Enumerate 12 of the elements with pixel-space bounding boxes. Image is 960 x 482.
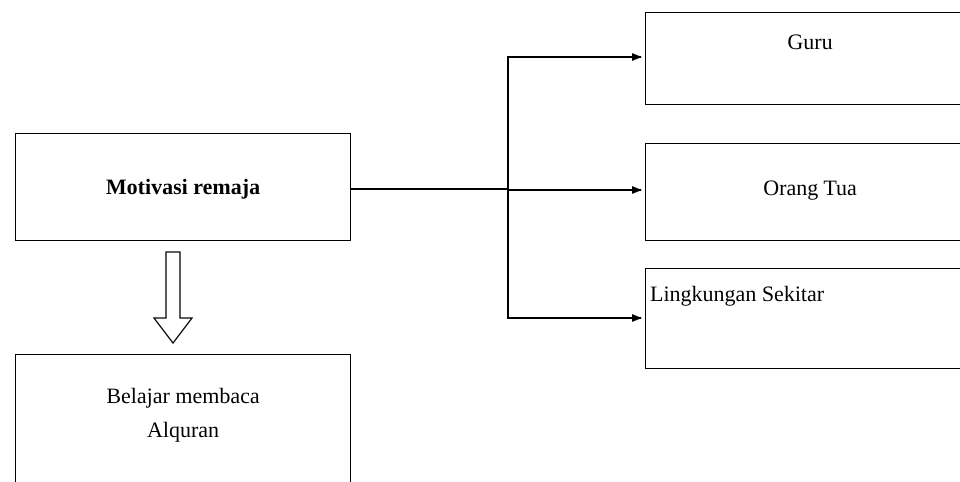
box-label: Motivasi remaja xyxy=(106,173,260,201)
box-label: Lingkungan Sekitar xyxy=(650,280,824,308)
box-label: Guru xyxy=(787,28,833,56)
hollow-arrow xyxy=(152,251,194,344)
process-box xyxy=(645,143,960,241)
process-box xyxy=(15,133,351,241)
box-label: Orang Tua xyxy=(763,174,857,202)
arrow xyxy=(351,188,642,322)
process-box xyxy=(645,12,960,105)
box-label: Belajar membaca Alquran xyxy=(105,382,261,444)
process-box xyxy=(15,354,351,482)
process-box xyxy=(645,268,960,369)
